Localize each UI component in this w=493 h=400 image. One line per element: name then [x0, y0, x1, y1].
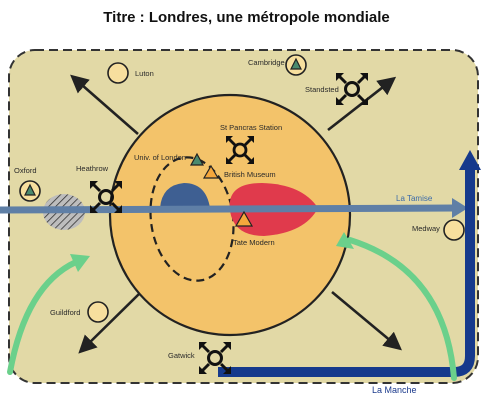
label-luton: Luton — [135, 69, 154, 78]
luton-circle — [107, 62, 129, 84]
green-flow-east — [347, 237, 457, 381]
oxford-triangle-icon — [24, 183, 36, 196]
label-gatwick: Gatwick — [168, 351, 195, 360]
guildford-circle — [87, 301, 109, 323]
medway-circle — [443, 219, 465, 241]
arrow-northwest — [70, 74, 139, 135]
label-tate-modern: Tate Modern — [233, 238, 275, 247]
gatwick-airport-icon — [199, 342, 231, 374]
north-bank-zone — [160, 183, 210, 208]
green-flow-west — [7, 259, 79, 375]
tate-modern-triangle-icon — [234, 210, 254, 227]
label-la-manche: La Manche — [372, 385, 417, 395]
label-la-tamise: La Tamise — [396, 194, 433, 203]
heathrow-airport-icon — [90, 181, 122, 213]
label-univ-london: Univ. of London — [134, 153, 186, 162]
thames-river — [0, 198, 468, 218]
arrow-southeast — [331, 291, 402, 351]
st-pancras-station-icon — [226, 136, 254, 164]
label-cambridge: Cambridge — [248, 58, 285, 67]
london-circle — [108, 93, 352, 337]
label-medway: Medway — [412, 224, 440, 233]
green-flows — [7, 237, 457, 381]
label-guildford: Guildford — [50, 308, 80, 317]
map-title: Titre : Londres, une métropole mondiale — [103, 9, 390, 26]
univ-london-triangle-icon — [189, 152, 205, 166]
british-museum-triangle-icon — [202, 164, 220, 179]
label-standsted: Standsted — [305, 85, 339, 94]
label-oxford: Oxford — [14, 166, 37, 175]
label-heathrow: Heathrow — [76, 164, 109, 173]
standsted-airport-icon — [336, 73, 368, 105]
label-british-museum: British Museum — [224, 170, 276, 179]
landmark-triangles — [24, 57, 302, 227]
cambridge-triangle-icon — [290, 57, 302, 70]
label-st-pancras: St Pancras Station — [220, 123, 282, 132]
arrow-southwest — [78, 292, 141, 354]
